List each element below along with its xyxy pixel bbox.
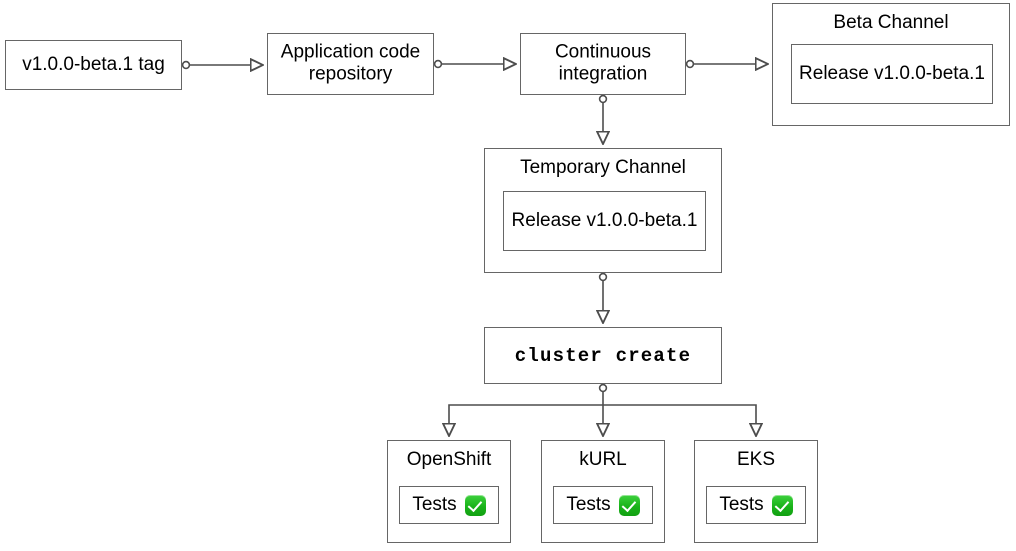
check-circle-icon <box>618 494 640 516</box>
node-continuous-integration[interactable]: Continuous integration <box>520 33 686 95</box>
node-openshift-tests[interactable]: Tests <box>399 486 499 524</box>
node-temporary-channel-label: Temporary Channel <box>520 157 686 178</box>
edge-source-dot <box>433 59 443 69</box>
node-cluster-create[interactable]: cluster create <box>484 327 722 384</box>
node-eks-tests[interactable]: Tests <box>706 486 806 524</box>
node-temporary-channel-release-label: Release v1.0.0-beta.1 <box>511 210 698 231</box>
node-application-code-repository[interactable]: Application code repository <box>267 33 434 95</box>
node-eks-label: EKS <box>736 449 776 470</box>
node-kurl-tests-content: Tests <box>554 494 652 516</box>
node-eks-tests-content: Tests <box>707 494 805 516</box>
edge-source-dot <box>598 272 608 282</box>
node-openshift-tests-label: Tests <box>412 494 457 515</box>
node-beta-channel[interactable]: Beta Channel Release v1.0.0-beta.1 <box>772 3 1010 126</box>
node-kurl[interactable]: kURL Tests <box>541 440 665 543</box>
edge-source-dot <box>181 60 191 70</box>
node-eks-tests-label: Tests <box>719 494 764 515</box>
node-kurl-tests[interactable]: Tests <box>553 486 653 524</box>
node-kurl-label: kURL <box>579 449 627 470</box>
node-openshift-label: OpenShift <box>406 449 492 470</box>
edge-cluster-create-to-openshift <box>449 404 603 436</box>
node-cluster-create-label: cluster create <box>514 344 692 367</box>
node-openshift[interactable]: OpenShift Tests <box>387 440 511 543</box>
node-beta-channel-release-label: Release v1.0.0-beta.1 <box>799 63 985 84</box>
node-temporary-channel[interactable]: Temporary Channel Release v1.0.0-beta.1 <box>484 148 722 273</box>
edge-source-dot <box>598 94 608 104</box>
node-openshift-tests-content: Tests <box>400 494 498 516</box>
check-circle-icon <box>464 494 486 516</box>
node-beta-channel-label: Beta Channel <box>833 12 949 33</box>
node-temporary-channel-release[interactable]: Release v1.0.0-beta.1 <box>503 191 706 251</box>
node-kurl-tests-label: Tests <box>566 494 611 515</box>
edge-cluster-create-to-eks <box>603 404 756 436</box>
edge-source-dot <box>685 59 695 69</box>
node-continuous-integration-label: Continuous integration <box>554 41 652 85</box>
edge-source-dot <box>598 383 608 393</box>
node-eks[interactable]: EKS Tests <box>694 440 818 543</box>
node-version-tag[interactable]: v1.0.0-beta.1 tag <box>5 40 182 90</box>
node-version-tag-label: v1.0.0-beta.1 tag <box>22 53 165 75</box>
check-circle-icon <box>771 494 793 516</box>
node-application-code-repository-label: Application code repository <box>280 41 421 85</box>
node-beta-channel-release[interactable]: Release v1.0.0-beta.1 <box>791 44 993 104</box>
